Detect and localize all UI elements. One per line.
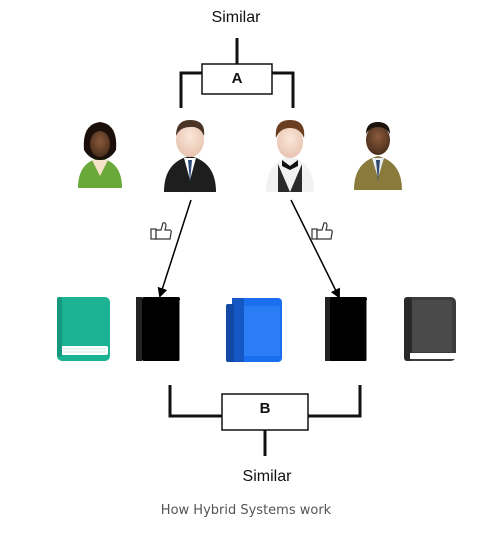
book-black-icon: [325, 297, 368, 361]
thumbs-up-icon: [150, 222, 172, 240]
bottom-similar-label: Similar: [242, 468, 292, 485]
book-black-icon: [136, 297, 181, 361]
top-similar-label: Similar: [211, 9, 261, 26]
bottom-bracket: [168, 385, 362, 456]
top-bracket: [179, 38, 295, 108]
user-woman-avatar: [78, 122, 122, 188]
box-b: [221, 393, 309, 431]
book-teal-icon: [57, 297, 110, 361]
box-a: [201, 63, 273, 95]
user-man-brown-suit-avatar: [354, 122, 402, 190]
thumbs-up-icon: [311, 222, 333, 240]
box-a-label: A: [231, 70, 243, 87]
arrow-user-to-book-right: [290, 199, 340, 299]
user-man-black-suit-avatar: [164, 120, 216, 192]
box-b-label: B: [259, 400, 271, 417]
book-blue-icon: [226, 298, 282, 362]
arrow-user-to-book-left: [157, 199, 192, 298]
book-dark-gray-icon: [404, 297, 456, 361]
user-waiter-avatar: [266, 120, 314, 192]
figure-caption: How Hybrid Systems work: [160, 503, 332, 518]
